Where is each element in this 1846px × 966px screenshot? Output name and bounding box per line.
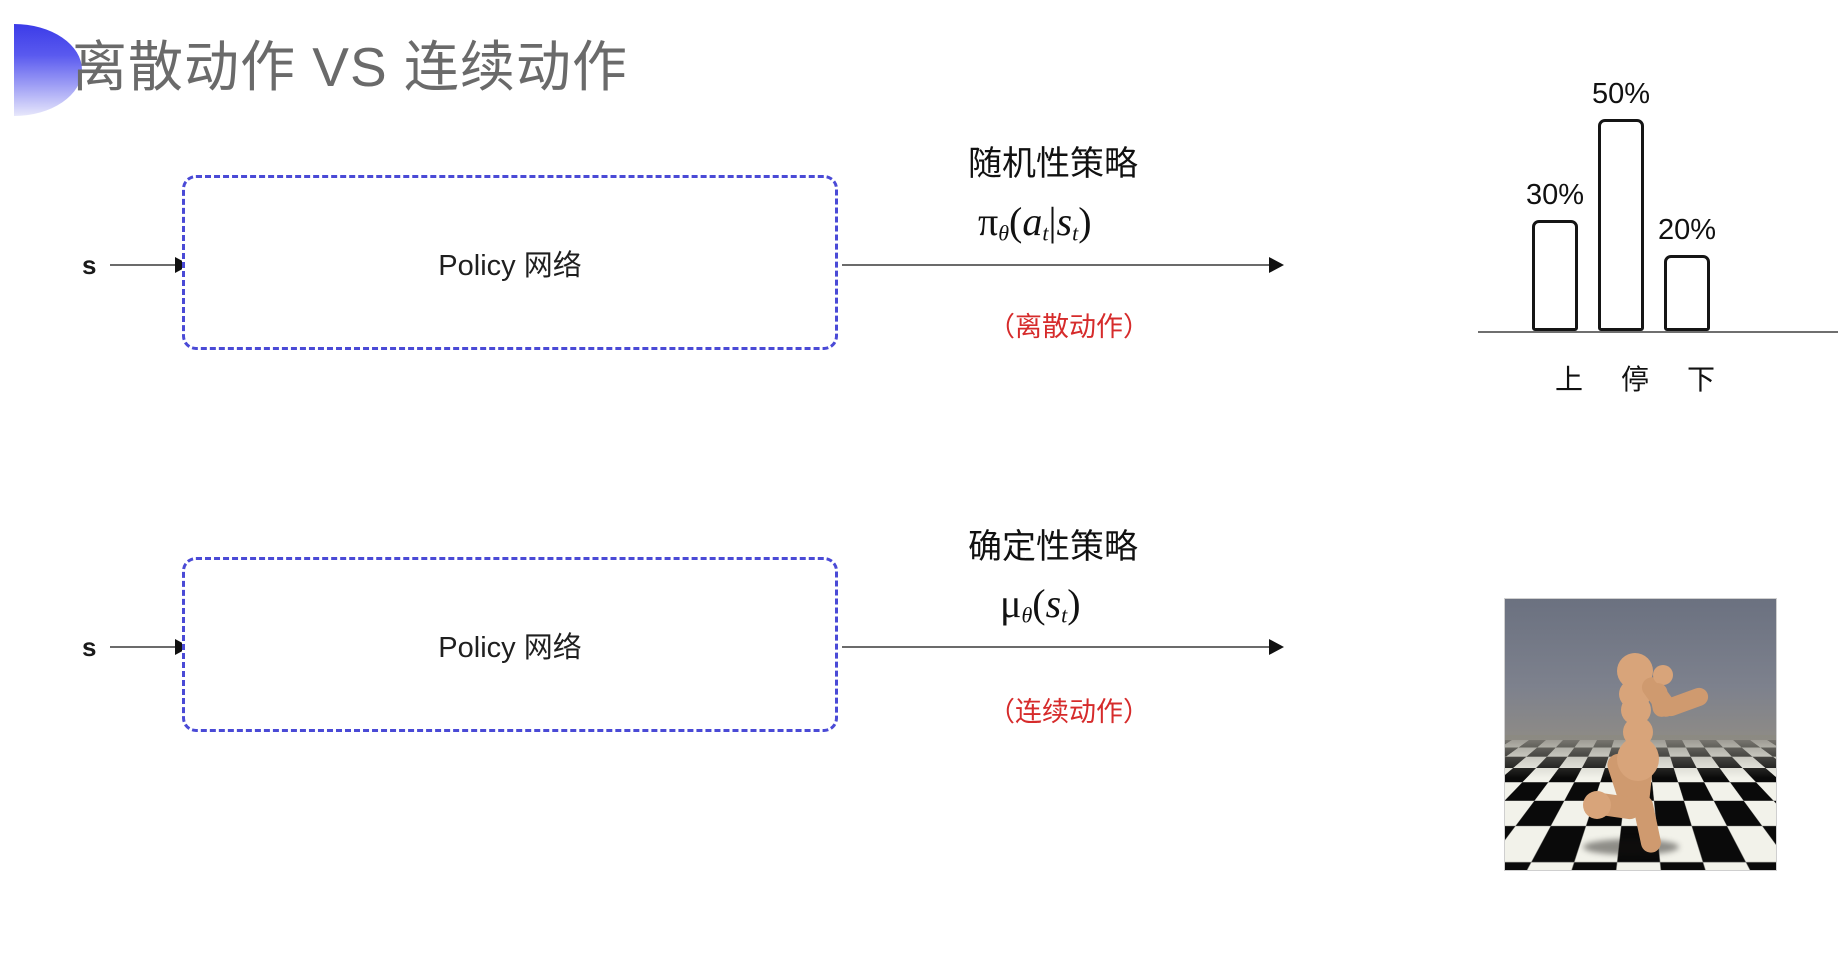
chart-baseline-axis: [1478, 331, 1838, 333]
formula-deterministic-policy: μθ(st): [1000, 581, 1081, 628]
action-probability-bar-chart: 30% 上 50% 20%: [1470, 78, 1846, 405]
bar-value-label-0: 30%: [1525, 179, 1585, 211]
bar-rect-1: [1598, 119, 1644, 331]
state-input-label-discrete: s: [82, 250, 97, 280]
note-continuous-action: （连续动作）: [988, 697, 1150, 727]
arrow-policy-to-output-discrete: [842, 264, 1282, 266]
humanoid-hand-right: [1653, 665, 1673, 685]
bar-rect-2: [1664, 255, 1710, 331]
policy-network-box-discrete[interactable]: Policy 网络: [182, 175, 838, 350]
state-input-label-continuous: s: [82, 632, 97, 662]
humanoid-shadow: [1583, 839, 1679, 855]
bar-category-label-stop: 停: [1621, 364, 1650, 395]
arrow-state-to-policy-continuous: [110, 646, 188, 648]
policy-network-label-continuous: Policy 网络: [438, 631, 582, 664]
bar-rect-0: [1532, 220, 1578, 331]
arrow-state-to-policy-discrete: [110, 264, 188, 266]
policy-kind-deterministic: 确定性策略: [968, 528, 1138, 566]
bar-value-label-1: 50%: [1591, 78, 1651, 110]
note-discrete-action: （离散动作）: [988, 312, 1150, 342]
bar-category-label-down: 下: [1687, 364, 1716, 395]
humanoid-simulation-image: [1504, 598, 1777, 871]
page-title: 离散动作 VS 连续动作: [72, 36, 628, 98]
formula-stochastic-policy: πθ(at|st): [978, 199, 1092, 246]
policy-kind-stochastic: 随机性策略: [968, 145, 1138, 183]
arrow-policy-to-output-continuous: [842, 646, 1282, 648]
humanoid-knee-right: [1583, 791, 1611, 819]
policy-network-box-continuous[interactable]: Policy 网络: [182, 557, 838, 732]
policy-network-label-discrete: Policy 网络: [438, 249, 582, 282]
bar-category-label-up: 上: [1555, 364, 1584, 395]
bar-value-label-2: 20%: [1657, 214, 1717, 246]
